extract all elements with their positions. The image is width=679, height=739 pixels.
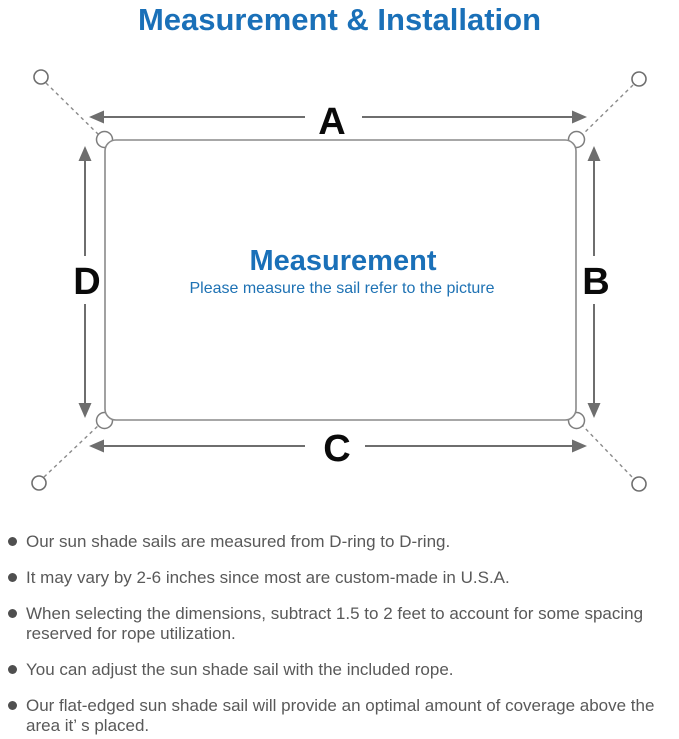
page-title: Measurement & Installation bbox=[137, 2, 542, 37]
dimension-label-d: D bbox=[73, 261, 100, 303]
anchor-point-circle bbox=[31, 475, 47, 491]
diagram-center-subtitle: Please measure the sail refer to the pic… bbox=[189, 280, 494, 297]
sail-measurement-diagram: A C D B Measurement Please measure the s… bbox=[31, 69, 647, 492]
dimension-label-a: A bbox=[318, 101, 345, 143]
note-text: You can adjust the sun shade sail with t… bbox=[26, 660, 454, 679]
dimension-arrow-b bbox=[587, 146, 601, 418]
anchor-point-circle bbox=[33, 69, 49, 85]
dim-d-arrowhead-down bbox=[78, 403, 92, 418]
dimension-arrow-c bbox=[89, 439, 587, 453]
dimension-label-c: C bbox=[323, 428, 350, 470]
anchor-point-circle bbox=[631, 476, 647, 492]
note-text: It may vary by 2-6 inches since most are… bbox=[26, 568, 510, 587]
dimension-label-b: B bbox=[582, 261, 609, 303]
dimension-arrow-a bbox=[89, 110, 587, 124]
bullet-dot-icon bbox=[8, 665, 17, 674]
anchor-points bbox=[31, 69, 647, 492]
diagram-center-title: Measurement bbox=[250, 245, 437, 277]
dim-a-arrowhead-left bbox=[89, 110, 104, 124]
list-item: Our flat-edged sun shade sail will provi… bbox=[6, 696, 671, 736]
dim-b-arrowhead-up bbox=[587, 146, 601, 161]
list-item: When selecting the dimensions, subtract … bbox=[6, 604, 671, 644]
measurement-notes-list: Our sun shade sails are measured from D-… bbox=[6, 532, 671, 739]
corner-tie-lines bbox=[43, 82, 634, 479]
tie-line-bottom-right bbox=[580, 423, 634, 479]
bullet-dot-icon bbox=[8, 573, 17, 582]
note-text: Our sun shade sails are measured from D-… bbox=[26, 532, 451, 551]
dim-d-arrowhead-up bbox=[78, 146, 92, 161]
dimension-arrow-d bbox=[78, 146, 92, 418]
tie-line-bottom-left bbox=[43, 423, 101, 478]
tie-line-top-left bbox=[45, 82, 101, 137]
bullet-dot-icon bbox=[8, 537, 17, 546]
dim-c-arrowhead-left bbox=[89, 439, 104, 453]
list-item: Our sun shade sails are measured from D-… bbox=[6, 532, 671, 552]
bullet-dot-icon bbox=[8, 701, 17, 710]
dim-a-arrowhead-right bbox=[572, 110, 587, 124]
list-item: You can adjust the sun shade sail with t… bbox=[6, 660, 671, 680]
list-item: It may vary by 2-6 inches since most are… bbox=[6, 568, 671, 588]
dim-b-arrowhead-down bbox=[587, 403, 601, 418]
tie-line-top-right bbox=[580, 84, 634, 137]
anchor-point-circle bbox=[631, 71, 647, 87]
dim-c-arrowhead-right bbox=[572, 439, 587, 453]
d-rings bbox=[95, 130, 586, 430]
sail-outline bbox=[104, 139, 577, 421]
note-text: Our flat-edged sun shade sail will provi… bbox=[26, 696, 655, 735]
note-text: When selecting the dimensions, subtract … bbox=[26, 604, 644, 643]
bullet-dot-icon bbox=[8, 609, 17, 618]
